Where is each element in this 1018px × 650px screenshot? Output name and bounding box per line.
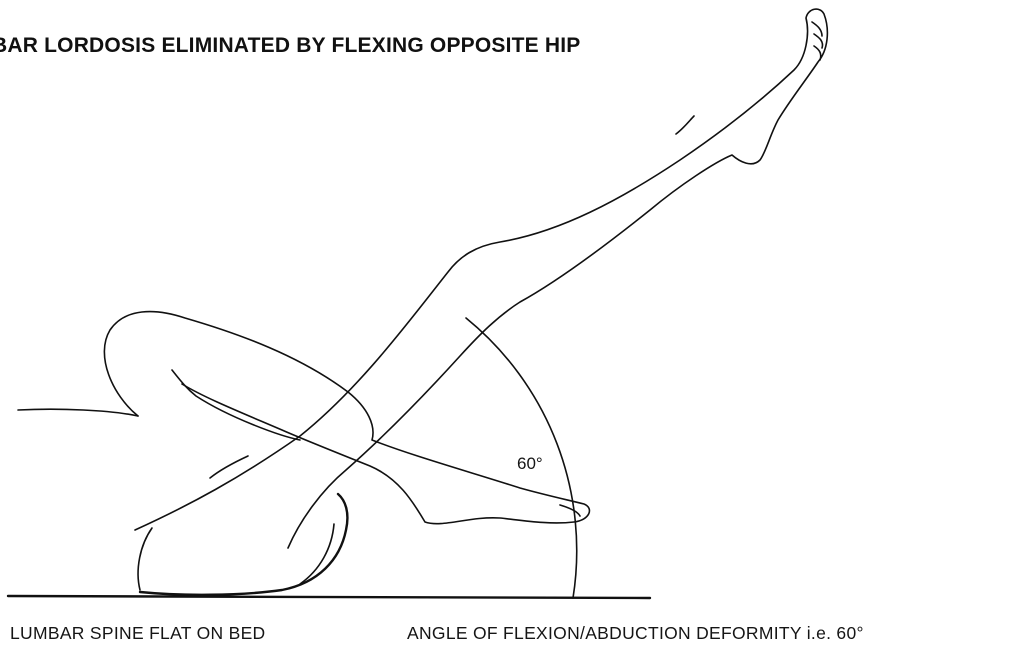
bed-line bbox=[8, 596, 650, 598]
torso-outline bbox=[18, 409, 138, 416]
hip-outline bbox=[138, 528, 152, 590]
groin-line bbox=[210, 456, 248, 478]
flexed-leg-outline bbox=[104, 312, 589, 524]
figure-title: BAR LORDOSIS ELIMINATED BY FLEXING OPPOS… bbox=[0, 34, 581, 58]
caption-lumbar-spine: LUMBAR SPINE FLAT ON BED bbox=[10, 623, 266, 644]
flexed-leg-heel bbox=[560, 505, 580, 516]
buttock-outline bbox=[140, 494, 347, 595]
raised-leg-upper-outline bbox=[135, 9, 827, 548]
knee-crease bbox=[676, 116, 694, 134]
angle-label: 60° bbox=[517, 454, 543, 474]
caption-deformity-angle: ANGLE OF FLEXION/ABDUCTION DEFORMITY i.e… bbox=[407, 623, 864, 644]
toes-outline bbox=[812, 22, 823, 60]
